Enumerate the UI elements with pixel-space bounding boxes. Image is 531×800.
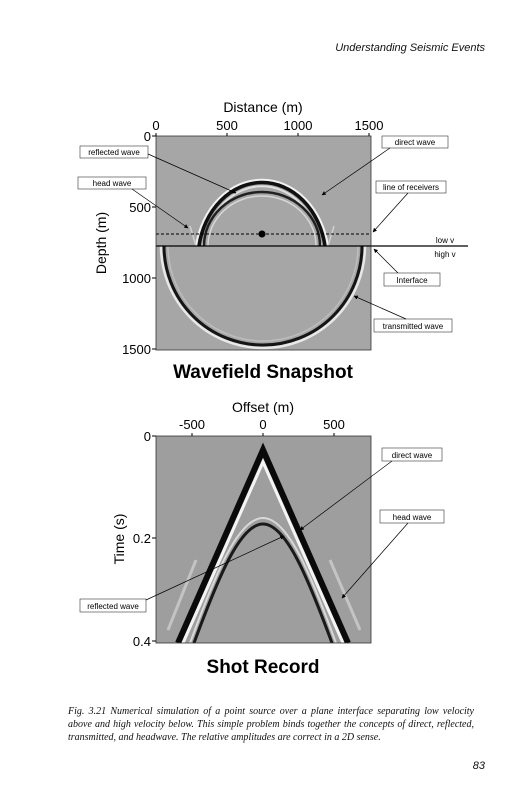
snapshot-ytick: 500 xyxy=(129,200,151,215)
direct-wave-front xyxy=(197,180,327,247)
snapshot-annotations: reflected wave head wave direct wave lin… xyxy=(77,135,456,333)
label-shot-head-wave: head wave xyxy=(393,513,432,522)
transmitted-wave xyxy=(162,245,364,347)
reflected-wave-event xyxy=(192,522,334,643)
label-line-of-receivers: line of receivers xyxy=(383,183,439,192)
shot-xtick: 0 xyxy=(259,417,266,432)
running-header: Understanding Seismic Events xyxy=(335,42,485,54)
point-source xyxy=(258,230,266,238)
snapshot-xtick: 1000 xyxy=(284,118,313,133)
snapshot-title: Wavefield Snapshot xyxy=(173,362,353,383)
label-shot-reflected-wave: reflected wave xyxy=(87,602,139,611)
snapshot-ytick: 1000 xyxy=(122,271,151,286)
shot-xtick: -500 xyxy=(179,417,205,432)
label-transmitted-wave: transmitted wave xyxy=(383,322,444,331)
shot-ytick: 0 xyxy=(144,429,151,444)
snapshot-background xyxy=(156,136,371,350)
wavefield-snapshot-panel: Distance (m) 0 500 1000 1500 0 500 1000 … xyxy=(77,99,468,383)
label-direct-wave: direct wave xyxy=(395,138,436,147)
snapshot-xtick: 0 xyxy=(152,118,159,133)
reflected-wave-front xyxy=(202,190,322,247)
shot-annotations: direct wave head wave reflected wave xyxy=(79,447,445,613)
snapshot-xlabel: Distance (m) xyxy=(223,99,302,115)
shot-xlabel: Offset (m) xyxy=(232,399,294,415)
direct-wave-event xyxy=(175,442,351,643)
page-number: 83 xyxy=(472,760,485,772)
snapshot-ylabel: Depth (m) xyxy=(93,212,109,274)
snapshot-ytick: 0 xyxy=(144,129,151,144)
label-interface: Interface xyxy=(396,276,428,285)
snapshot-xtick: 1500 xyxy=(355,118,384,133)
snapshot-ytick: 1500 xyxy=(122,342,151,357)
snapshot-xtick: 500 xyxy=(216,118,238,133)
transmitted-wave-halo xyxy=(159,245,367,350)
label-high-v: high v xyxy=(434,250,455,259)
shot-title: Shot Record xyxy=(207,657,320,678)
label-reflected-wave: reflected wave xyxy=(88,148,140,157)
shot-ylabel: Time (s) xyxy=(111,514,127,565)
shot-ytick: 0.2 xyxy=(133,531,151,546)
head-wave-left xyxy=(166,559,198,631)
label-shot-direct-wave: direct wave xyxy=(392,451,433,460)
label-low-v: low v xyxy=(436,236,454,245)
figure-caption: Fig. 3.21 Numerical simulation of a poin… xyxy=(68,706,474,743)
shot-record-panel: Offset (m) -500 0 500 0 0.2 0.4 Time (s)… xyxy=(79,399,445,678)
shot-ytick: 0.4 xyxy=(133,634,151,649)
shot-xtick: 500 xyxy=(323,417,345,432)
shot-background xyxy=(156,436,371,643)
label-head-wave: head wave xyxy=(93,179,132,188)
